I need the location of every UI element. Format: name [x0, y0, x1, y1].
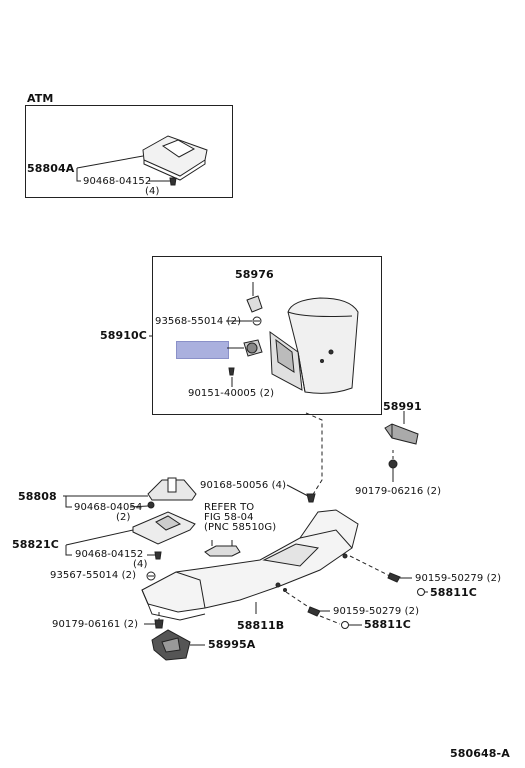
atm-title: ATM	[27, 92, 54, 105]
atm-inset-box	[25, 105, 233, 198]
label-58821C: 58821C	[12, 538, 59, 551]
label-58811B: 58811B	[237, 619, 285, 632]
screw-90179-b	[154, 619, 164, 629]
label-58910C: 58910C	[100, 329, 147, 342]
label-refer-line3: (PNC 58510G)	[204, 522, 277, 533]
refer-bracket	[204, 540, 241, 557]
label-58811C-a: 58811C	[430, 586, 477, 599]
label-58804A: 58804A	[27, 162, 75, 175]
label-93567-55014: 93567-55014 (2)	[50, 570, 137, 581]
nut-58811C-b	[341, 621, 349, 629]
screw-93567	[146, 571, 156, 581]
label-90151-40005: 90151-40005 (2)	[188, 388, 275, 399]
label-58976: 58976	[235, 268, 274, 281]
shift-boot	[147, 477, 197, 501]
screw-90168	[306, 493, 316, 503]
label-qty-4b: (4)	[133, 559, 148, 570]
bracket-58995A	[151, 629, 191, 661]
screw-90179-a	[388, 459, 398, 469]
console-body	[141, 509, 359, 621]
label-90159-50279-a: 90159-50279 (2)	[415, 573, 502, 584]
label-90168-50056: 90168-50056 (4)	[200, 480, 287, 491]
label-93568-55014: 93568-55014 (2)	[155, 316, 242, 327]
atm-shift-plate	[142, 135, 208, 181]
screw-90151	[228, 367, 235, 376]
label-qty-2: (2)	[116, 512, 131, 523]
screw-90159-a	[387, 572, 401, 583]
label-qty-4: (4)	[145, 186, 160, 197]
hinge-58976	[246, 295, 263, 313]
atm-screw	[169, 177, 177, 186]
highlight-marker	[176, 341, 229, 359]
label-90179-06216: 90179-06216 (2)	[355, 486, 442, 497]
screw-90468-04152b	[154, 551, 162, 560]
nut-58811C-a	[417, 588, 425, 596]
label-90468-04054: 90468-04054	[74, 502, 143, 513]
label-90159-50279-b: 90159-50279 (2)	[333, 606, 420, 617]
screw-90159-b	[307, 606, 321, 617]
screw-90468-04054	[147, 501, 155, 509]
label-90468-04152: 90468-04152	[83, 176, 152, 187]
label-90179-06161: 90179-06161 (2)	[52, 619, 139, 630]
label-58991: 58991	[383, 400, 422, 413]
shift-plate-58821C	[132, 511, 196, 545]
label-refer-line2: FIG 58-04	[204, 512, 254, 523]
lock-assembly	[243, 339, 263, 357]
screw-93568	[252, 316, 262, 326]
bracket-58991	[384, 423, 419, 445]
label-58995A: 58995A	[208, 638, 256, 651]
label-refer-line1: REFER TO	[204, 502, 255, 513]
armrest-lid	[269, 297, 359, 394]
figure-number: 580648-A	[450, 747, 510, 760]
label-58808: 58808	[18, 490, 57, 503]
label-90468-04152b: 90468-04152	[75, 549, 144, 560]
label-58811C-b: 58811C	[364, 618, 411, 631]
